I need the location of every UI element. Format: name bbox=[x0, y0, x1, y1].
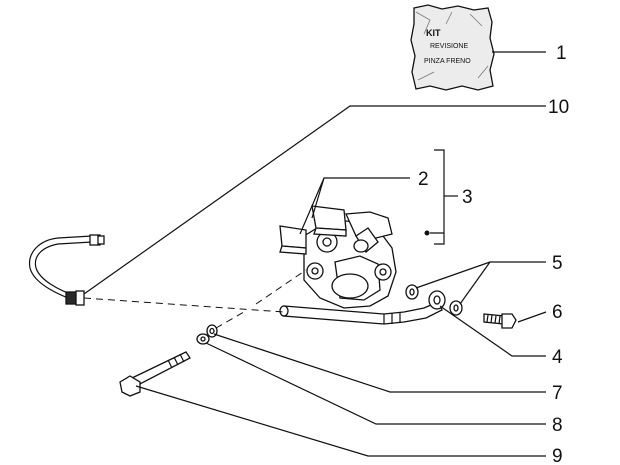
callout-2: 2 bbox=[418, 169, 429, 190]
kit-line-2: PINZA FRENO bbox=[424, 58, 471, 65]
assembly-line-bolt bbox=[215, 269, 307, 329]
caliper-seal-dot bbox=[424, 230, 430, 236]
assembly-line-hose bbox=[83, 297, 285, 313]
callout-10: 10 bbox=[548, 97, 569, 118]
kit-line-1: REVISIONE bbox=[430, 43, 468, 50]
caliper-bolt bbox=[119, 324, 218, 397]
callout-7: 7 bbox=[552, 383, 563, 404]
callout-5: 5 bbox=[552, 253, 563, 274]
callout-4: 4 bbox=[552, 347, 563, 368]
brake-caliper bbox=[303, 211, 397, 309]
brake-pipe bbox=[279, 290, 446, 325]
kit-title: KIT bbox=[426, 28, 441, 38]
callout-1: 1 bbox=[556, 43, 567, 64]
washers bbox=[405, 284, 463, 316]
brake-pads bbox=[279, 205, 347, 255]
leader-lines bbox=[83, 51, 547, 457]
kit-package: KIT REVISIONE PINZA FRENO bbox=[410, 4, 495, 91]
callout-8: 8 bbox=[552, 415, 563, 436]
callout-9: 9 bbox=[552, 446, 563, 465]
callout-3: 3 bbox=[462, 187, 473, 208]
banjo-bolt bbox=[483, 313, 517, 329]
callout-6: 6 bbox=[552, 302, 563, 323]
brake-hose bbox=[29, 234, 105, 306]
